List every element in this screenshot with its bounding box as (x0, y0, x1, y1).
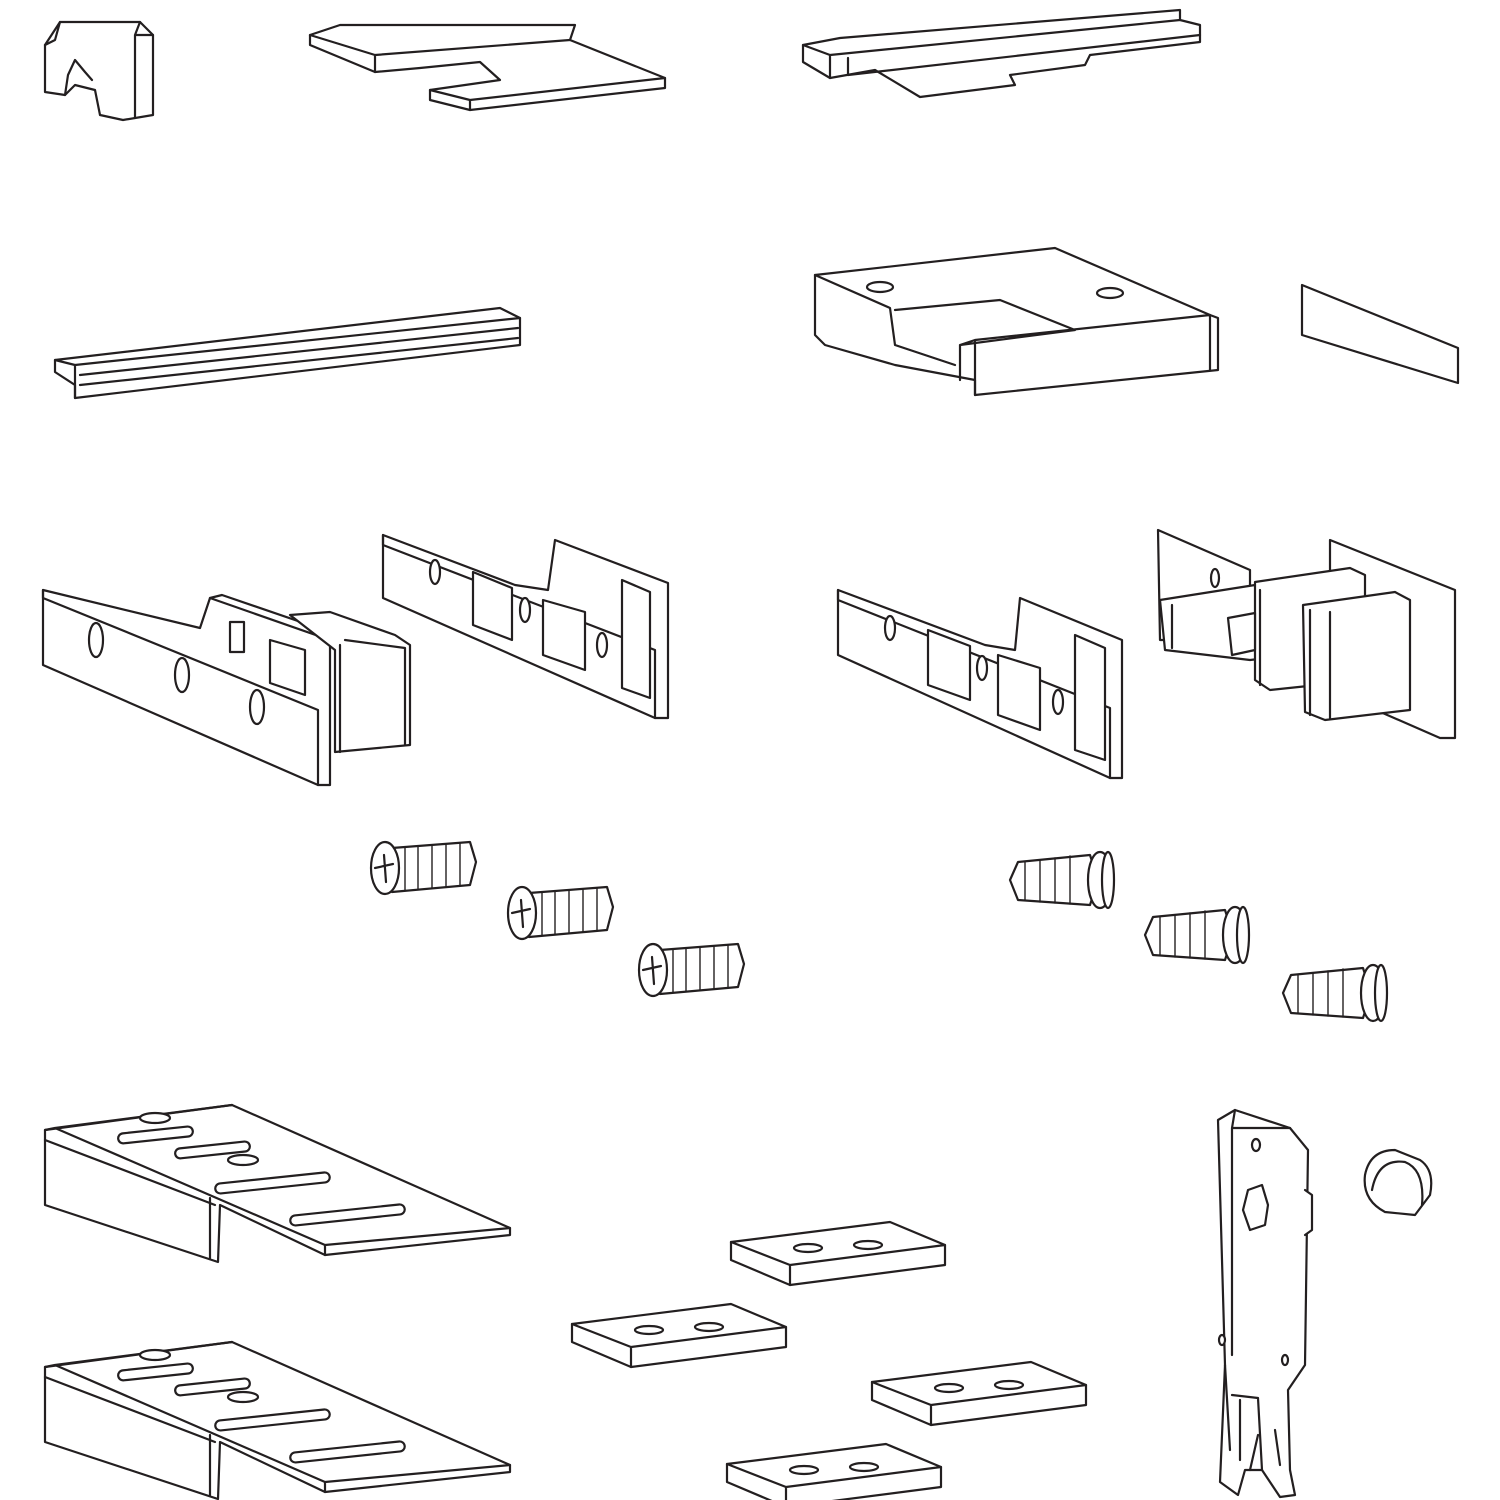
left-mounting-plate-icon (381, 533, 670, 720)
latch-clip-icon (1216, 1108, 1314, 1499)
phillips-screw-icon (369, 840, 746, 998)
right-mounting-plate-icon (836, 588, 1124, 780)
right-bracket-with-caps-icon (1156, 528, 1457, 740)
end-block-icon (43, 20, 155, 122)
spacer-pad-icon (570, 1220, 1088, 1500)
slotted-bracket-icon (43, 1103, 512, 1500)
bumper-cap-icon (1363, 1148, 1433, 1217)
wedge-strip-icon (1300, 283, 1460, 385)
stepped-rail-plate-icon (801, 8, 1202, 99)
long-rail-icon (53, 306, 522, 400)
corner-block-icon (813, 246, 1220, 397)
left-bracket-with-cap-icon (41, 588, 412, 787)
hex-screw-icon (1008, 850, 1389, 1023)
notched-plate-icon (308, 23, 667, 112)
